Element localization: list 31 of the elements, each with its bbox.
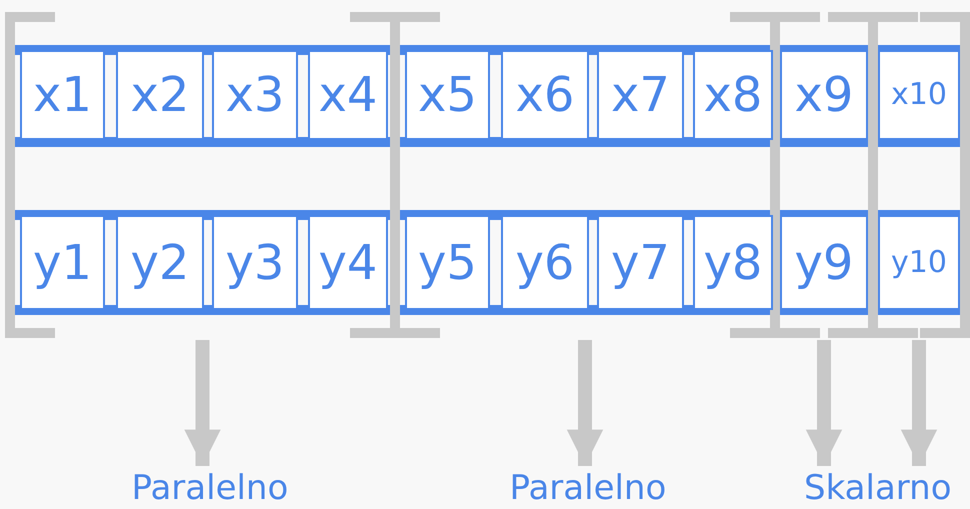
- arrow: [184, 340, 221, 466]
- array-cell: x4: [308, 50, 388, 140]
- array-cell: y1: [20, 215, 105, 310]
- array-cell: y2: [116, 215, 204, 310]
- array-cell: y4: [308, 215, 388, 310]
- mode-label: Skalarno: [804, 470, 952, 508]
- array-cell: x2: [116, 50, 204, 140]
- array-cell: y7: [597, 215, 684, 310]
- arrow: [566, 340, 604, 466]
- array-cell: y5: [405, 215, 490, 310]
- array-cell: y6: [501, 215, 589, 310]
- array-cell: x1: [20, 50, 105, 140]
- group-bracket: [775, 12, 873, 338]
- group-bracket: [5, 12, 395, 338]
- array-cell: x9: [780, 50, 868, 140]
- mode-label: Paralelno: [510, 470, 666, 508]
- array-cell: x8: [693, 50, 773, 140]
- array-cell: x3: [212, 50, 298, 140]
- array-cell: y8: [693, 215, 773, 310]
- array-cell: x7: [597, 50, 684, 140]
- mode-label: Paralelno: [132, 470, 288, 508]
- array-cell: x10: [878, 50, 960, 140]
- array-cell: x6: [501, 50, 589, 140]
- array-cell: y3: [212, 215, 298, 310]
- group-bracket: [873, 12, 970, 338]
- arrow: [806, 340, 842, 466]
- array-cell: y10: [878, 215, 960, 310]
- array-cell: y9: [780, 215, 868, 310]
- arrow: [900, 340, 938, 466]
- group-bracket: [395, 12, 775, 338]
- array-cell: x5: [405, 50, 490, 140]
